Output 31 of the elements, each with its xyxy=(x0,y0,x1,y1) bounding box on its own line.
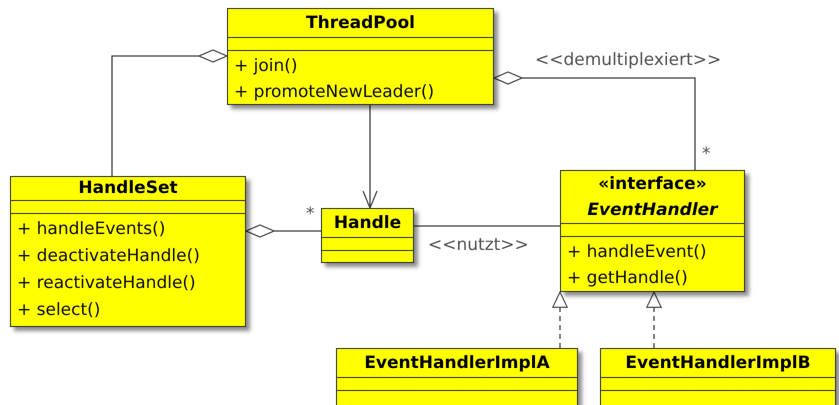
method-name: + deactivateHandle() xyxy=(17,245,201,268)
interface-name: EventHandler xyxy=(587,199,718,222)
multiplicity: * xyxy=(306,205,314,223)
aggregation-line xyxy=(245,224,321,238)
realization-arrow xyxy=(552,291,568,348)
realization-arrow xyxy=(646,291,662,348)
method-name: + reactivateHandle() xyxy=(17,272,197,295)
stereotype: «interface» xyxy=(598,173,707,196)
method-name: + handleEvent() xyxy=(567,241,708,264)
multiplicity: * xyxy=(702,145,710,163)
class-box xyxy=(336,348,578,405)
method-name: + promoteNewLeader() xyxy=(234,81,436,104)
aggregation-line xyxy=(493,71,696,170)
class-box xyxy=(10,176,246,327)
class-box xyxy=(227,8,494,105)
class-name: EventHandlerImplA xyxy=(364,352,550,375)
method-name: + join() xyxy=(234,55,299,78)
method-name: + handleEvents() xyxy=(17,218,166,241)
class-name: EventHandlerImplB xyxy=(625,352,811,375)
aggregation-line xyxy=(111,49,228,176)
association-line xyxy=(414,225,560,227)
arrow xyxy=(362,105,378,209)
class-box xyxy=(321,208,414,263)
class-box xyxy=(560,170,745,292)
class-name: Handle xyxy=(334,212,402,235)
edge-label: <<demultiplexiert>> xyxy=(535,50,722,70)
class-box xyxy=(600,348,836,405)
class-name: HandleSet xyxy=(78,177,178,200)
class-name: ThreadPool xyxy=(306,12,415,35)
method-name: + select() xyxy=(17,299,102,322)
method-name: + getHandle() xyxy=(567,267,689,290)
